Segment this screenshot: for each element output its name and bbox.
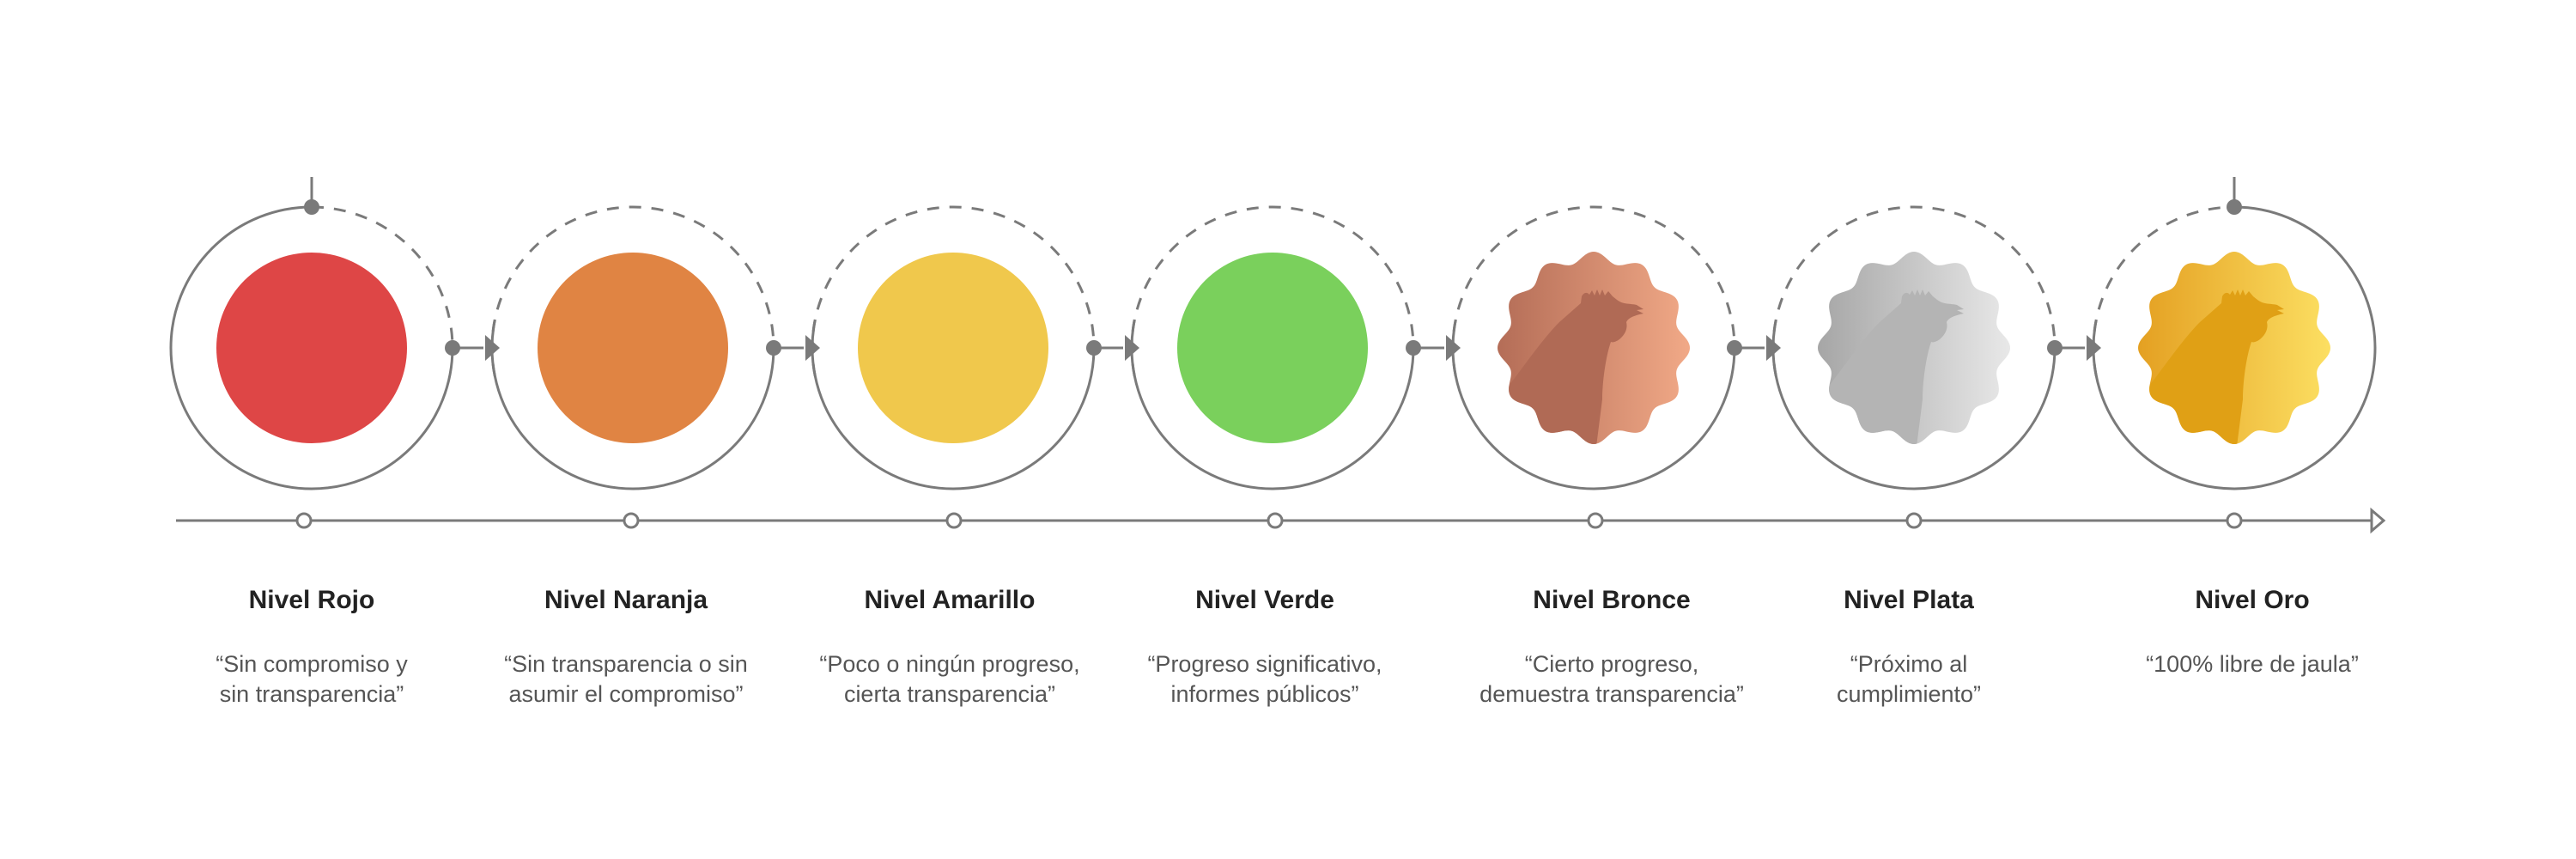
ring-dashed-arc bbox=[1451, 205, 1736, 376]
ring-node-dot bbox=[2227, 199, 2242, 215]
connector-dot bbox=[445, 340, 460, 356]
level-description: “Progreso significativo, informes público… bbox=[1084, 649, 1445, 710]
timeline-marker bbox=[945, 512, 963, 529]
description-line: cumplimiento” bbox=[1836, 681, 1982, 707]
description-line: “Cierto progreso, bbox=[1524, 651, 1699, 677]
ring-solid-arc bbox=[169, 205, 454, 490]
level-node bbox=[1771, 205, 2101, 490]
timeline-marker bbox=[1905, 512, 1923, 529]
description-line: “Sin transparencia o sin bbox=[504, 651, 748, 677]
timeline-marker bbox=[295, 512, 313, 529]
level-node bbox=[490, 205, 820, 490]
timeline bbox=[176, 507, 2386, 534]
level-description: “100% libre de jaula” bbox=[2072, 649, 2433, 679]
level-color-circle bbox=[538, 253, 728, 443]
level-node bbox=[2092, 177, 2377, 490]
level-nodes bbox=[169, 177, 2377, 490]
description-line: “Progreso significativo, bbox=[1147, 651, 1382, 677]
level-title: Nivel Verde bbox=[1195, 586, 1334, 614]
level-title: Nivel Oro bbox=[2195, 586, 2310, 614]
level-description: “Próximo al cumplimiento” bbox=[1728, 649, 2089, 710]
description-line: demuestra transparencia” bbox=[1479, 681, 1744, 707]
ring-solid-arc bbox=[490, 320, 775, 490]
ring-solid-arc bbox=[811, 320, 1096, 490]
ring-solid-arc bbox=[1451, 320, 1736, 490]
ring-dashed-arc bbox=[490, 205, 775, 376]
timeline-marker bbox=[1267, 512, 1284, 529]
ring-node-dot bbox=[304, 199, 319, 215]
connector-dot bbox=[1406, 340, 1421, 356]
description-line: asumir el compromiso” bbox=[508, 681, 744, 707]
level-description: “Sin compromiso y sin transparencia” bbox=[131, 649, 492, 710]
level-description: “Sin transparencia o sin asumir el compro… bbox=[446, 649, 806, 710]
level-description: “Poco o ningún progreso, cierta transpare… bbox=[769, 649, 1130, 710]
ring-dashed-arc bbox=[1130, 205, 1415, 376]
description-line: sin transparencia” bbox=[219, 681, 404, 707]
level-node bbox=[811, 205, 1139, 490]
ring-solid-arc bbox=[1130, 320, 1415, 490]
level-description: “Cierto progreso, demuestra transparencia… bbox=[1431, 649, 1792, 710]
connector-dot bbox=[2047, 340, 2063, 356]
level-node bbox=[1130, 205, 1461, 490]
connector-dot bbox=[1727, 340, 1742, 356]
level-title: Nivel Naranja bbox=[544, 586, 708, 614]
timeline-marker bbox=[2226, 512, 2243, 529]
level-title: Nivel Rojo bbox=[248, 586, 375, 614]
ring-solid-arc bbox=[2092, 205, 2377, 490]
connector-dot bbox=[1086, 340, 1102, 356]
level-title: Nivel Amarillo bbox=[864, 586, 1036, 614]
level-title: Nivel Bronce bbox=[1533, 586, 1691, 614]
level-node bbox=[169, 177, 500, 490]
ring-dashed-arc bbox=[811, 205, 1096, 376]
level-color-circle bbox=[1177, 253, 1368, 443]
ring-dashed-arc bbox=[311, 205, 454, 349]
description-line: informes públicos” bbox=[1170, 681, 1359, 707]
description-line: “Sin compromiso y bbox=[216, 651, 408, 677]
level-color-circle bbox=[858, 253, 1048, 443]
description-line: “Próximo al bbox=[1850, 651, 1968, 677]
timeline-arrow-icon bbox=[2370, 507, 2386, 534]
level-title: Nivel Plata bbox=[1844, 586, 1974, 614]
connector-dot bbox=[766, 340, 781, 356]
ring-solid-arc bbox=[1771, 320, 2057, 490]
ring-dashed-arc bbox=[1771, 205, 2057, 376]
description-line: cierta transparencia” bbox=[843, 681, 1056, 707]
timeline-marker bbox=[1587, 512, 1604, 529]
description-line: “Poco o ningún progreso, bbox=[819, 651, 1080, 677]
level-color-circle bbox=[216, 253, 407, 443]
timeline-marker bbox=[623, 512, 640, 529]
description-line: “100% libre de jaula” bbox=[2146, 651, 2359, 677]
level-node bbox=[1451, 205, 1781, 490]
